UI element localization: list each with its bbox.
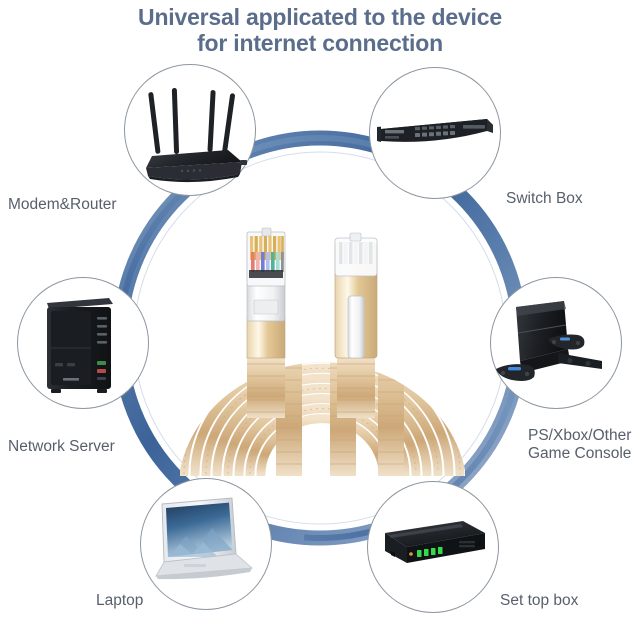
node-network-server[interactable] [17,277,149,409]
node-switch-box[interactable] [369,67,501,199]
node-laptop[interactable] [140,478,272,610]
title-line-1: Universal applicated to the device [138,4,502,30]
page-title: Universal applicated to the device for i… [0,4,640,56]
set-top-box-icon [385,521,485,563]
label-game-console: PS/Xbox/Other Game Console [528,427,632,463]
label-switch-box: Switch Box [506,190,583,207]
laptop-icon [155,497,253,580]
nas-server-icon [47,298,113,393]
network-switch-icon [377,119,493,142]
node-set-top-box[interactable] [367,481,499,613]
ring-inner-guide [133,151,507,525]
title-line-2: for internet connection [197,30,443,57]
node-game-console[interactable] [490,277,622,409]
label-laptop: Laptop [96,592,144,609]
node-modem-router[interactable] [124,64,256,196]
game-console-icon [496,301,602,381]
label-network-server: Network Server [8,438,115,455]
label-set-top-box: Set top box [500,592,579,609]
router-icon [146,87,247,183]
label-modem-router: Modem&Router [8,196,117,213]
